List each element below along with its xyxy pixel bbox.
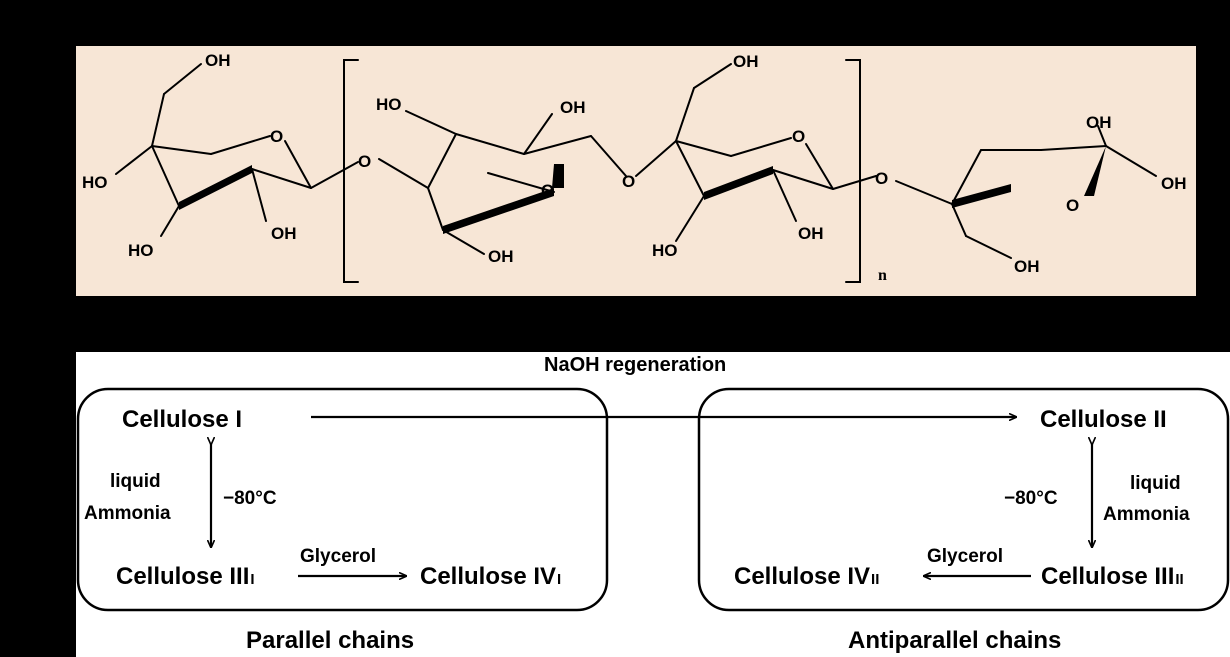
oh-label: OH — [733, 52, 759, 71]
antiparallel-chains-label: Antiparallel chains — [848, 627, 1061, 654]
ammonia-label: Ammonia — [84, 503, 171, 524]
bridge-o-label: O — [875, 169, 888, 188]
ring-o-label: O — [1066, 196, 1079, 215]
cellulose-structure: OH HO HO OH O O HO OH O OH O OH O HO OH … — [82, 51, 1187, 284]
ho-label: HO — [376, 95, 402, 114]
oh-label: OH — [798, 224, 824, 243]
ring-o-label: O — [270, 127, 283, 146]
cellulose-iii-ii-label: Cellulose IIIII — [1041, 563, 1184, 590]
oh-label: OH — [560, 98, 586, 117]
cellulose-iv-i-label: Cellulose IVI — [420, 563, 561, 590]
cellulose-i-label: Cellulose I — [122, 406, 242, 433]
liquid-label: liquid — [110, 471, 161, 492]
liquid-label: liquid — [1130, 473, 1181, 494]
ho-label: HO — [82, 173, 108, 192]
antiparallel-chains-box — [697, 387, 1230, 612]
cellulose-iii-i-label: Cellulose IIII — [116, 563, 255, 590]
bridge-o-label: O — [358, 152, 371, 171]
glycerol-label: Glycerol — [300, 546, 376, 567]
oh-label: OH — [488, 247, 514, 266]
ho-label: HO — [652, 241, 678, 260]
temperature-label: −80°C — [223, 488, 277, 509]
temperature-label: −80°C — [1004, 488, 1058, 509]
cellulose-ii-label: Cellulose II — [1040, 406, 1167, 433]
ring-o-label: O — [792, 127, 805, 146]
oh-label: OH — [1014, 257, 1040, 276]
cellulose-iv-ii-label: Cellulose IVII — [734, 563, 879, 590]
parallel-chains-box — [76, 387, 609, 612]
oh-label: OH — [1086, 113, 1112, 132]
parallel-chains-label: Parallel chains — [246, 627, 414, 654]
structure-panel: OH HO HO OH O O HO OH O OH O OH O HO OH … — [76, 46, 1196, 296]
ammonia-label: Ammonia — [1103, 504, 1190, 525]
naoh-label: NaOH regeneration — [544, 354, 726, 376]
oh-label: OH — [205, 51, 231, 70]
ring-o-label: O — [541, 181, 554, 200]
cellulose-polymorph-scheme: NaOH regeneration Cellulose I Cellulose … — [76, 354, 1230, 654]
bridge-o-label: O — [622, 172, 635, 191]
ho-label: HO — [128, 241, 154, 260]
scheme-panel: NaOH regeneration Cellulose I Cellulose … — [76, 352, 1230, 657]
repeat-n-label: n — [878, 267, 887, 284]
glycerol-label: Glycerol — [927, 546, 1003, 567]
oh-label: OH — [1161, 174, 1187, 193]
oh-label: OH — [271, 224, 297, 243]
